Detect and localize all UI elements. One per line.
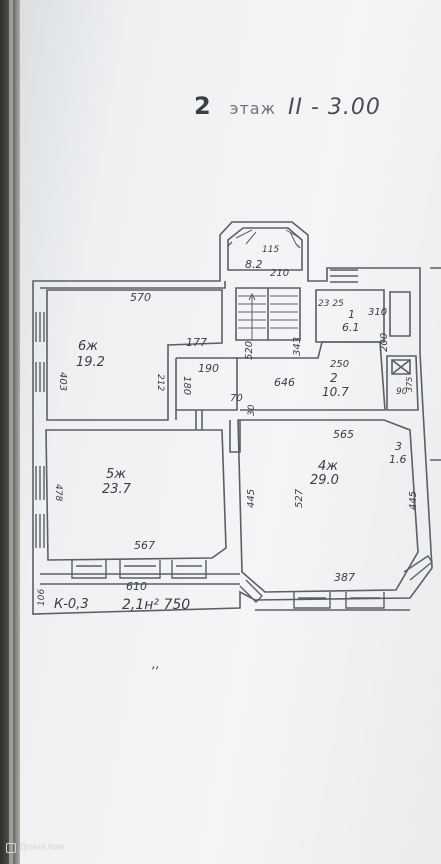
dim-70: 70: [230, 393, 243, 404]
dim-570: 570: [130, 291, 151, 304]
floor-word: этаж: [229, 99, 277, 118]
dim-567: 567: [134, 539, 155, 552]
dim-177: 177: [186, 336, 207, 349]
dim-646: 646: [274, 376, 295, 389]
dim-212: 212: [155, 374, 165, 391]
dim-478: 478: [53, 484, 63, 501]
dim-387: 387: [334, 571, 355, 584]
dim-610: 610: [126, 580, 147, 593]
room-5-name: 5ж: [106, 467, 126, 482]
dim-106: 106: [37, 589, 47, 606]
room-3-area: 1.6: [389, 453, 407, 466]
room-4-name: 4ж: [318, 459, 338, 474]
dim-180: 180: [181, 376, 192, 395]
dim-527: 527: [294, 488, 305, 508]
room-4-area: 29.0: [310, 473, 339, 488]
watermark-text: Домклик: [19, 842, 66, 853]
dim-115: 115: [262, 245, 279, 255]
dim-90: 90: [396, 387, 408, 397]
dim-403: 403: [57, 372, 68, 391]
dim-30: 30: [247, 404, 257, 416]
total-label: 2,1н² 750: [122, 597, 190, 613]
dim-200: 200: [379, 333, 390, 352]
dim-375: 375: [405, 377, 414, 392]
binder-edge: [9, 0, 13, 864]
room-2-area: 10.7: [322, 385, 349, 399]
room-3-name: 3: [395, 440, 402, 453]
dim-2325: 23 25: [318, 299, 344, 309]
dim-565: 565: [333, 428, 354, 441]
room-1-area: 6.1: [342, 321, 360, 334]
mark-quote: ,,: [152, 657, 160, 671]
room-1-name: 1: [348, 308, 355, 321]
dim-190: 190: [198, 362, 219, 375]
room-2-name: 2: [330, 371, 338, 385]
dim-445-left: 445: [246, 489, 257, 508]
floor-number: 2: [194, 92, 212, 120]
floor-header: 2 этаж II - 3.00: [194, 92, 381, 120]
stair-area: 8.2: [245, 258, 263, 271]
dim-310: 310: [368, 307, 387, 318]
dim-520: 520: [244, 341, 255, 360]
dim-250: 250: [330, 359, 349, 370]
windows: [35, 241, 433, 609]
room-6-name: 6ж: [78, 339, 98, 354]
k-label: К-0,3: [54, 597, 89, 612]
watermark: Домклик: [6, 842, 65, 853]
ceiling-height: II - 3.00: [288, 95, 381, 120]
stair-treads: [235, 229, 301, 340]
dim-445-right: 445: [408, 491, 419, 510]
room-5-area: 23.7: [102, 482, 132, 497]
room-6-area: 19.2: [76, 355, 105, 370]
dim-343: 343: [292, 337, 303, 356]
domclick-logo-icon: [6, 842, 16, 853]
walls: [32, 221, 441, 615]
dim-210: 210: [270, 268, 289, 279]
